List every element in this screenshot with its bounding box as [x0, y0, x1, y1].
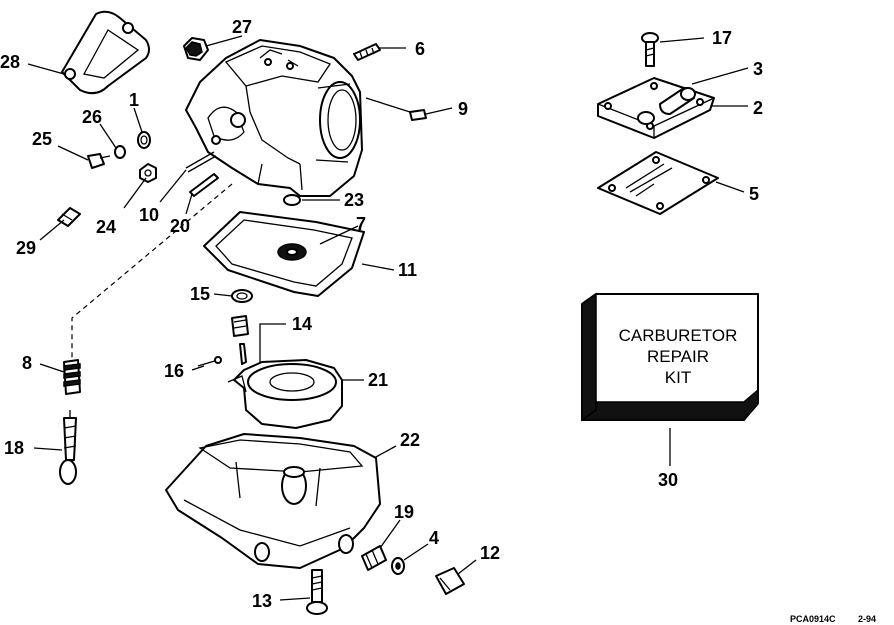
callout-13: 13: [252, 591, 272, 611]
figure-code: PCA0914C: [790, 614, 836, 624]
callout-27: 27: [232, 17, 252, 37]
callout-15: 15: [190, 284, 210, 304]
callout-14: 14: [292, 314, 312, 334]
callout-17: 17: [712, 28, 732, 48]
callout-24: 24: [96, 217, 116, 237]
kit-label-line3: KIT: [665, 368, 691, 387]
part-24-nut: [139, 163, 157, 183]
part-16-pin: [197, 356, 222, 367]
part-18-needle: [59, 410, 77, 485]
part-28-gasket: [61, 10, 150, 95]
part-8-spring: [63, 359, 81, 395]
leader-lines: [27, 35, 749, 601]
callout-30: 30: [658, 470, 678, 490]
callout-9: 9: [458, 99, 468, 119]
part-7-seal: [277, 243, 307, 261]
callout-2: 2: [753, 98, 763, 118]
part-15-ring: [231, 289, 253, 303]
callout-22: 22: [400, 430, 420, 450]
part-12-plug: [435, 567, 465, 595]
callout-6: 6: [415, 39, 425, 59]
alignment-line: [71, 183, 233, 360]
callout-11: 11: [398, 260, 417, 280]
callout-18: 18: [4, 438, 24, 458]
callout-4: 4: [429, 528, 439, 548]
kit-label-line2: REPAIR: [647, 347, 709, 366]
part-25-screw: [87, 153, 111, 169]
part-20-pin: [189, 173, 219, 197]
callout-26: 26: [82, 107, 102, 127]
callout-3: 3: [753, 59, 763, 79]
callout-29: 29: [16, 238, 36, 258]
part-19-jet: [361, 545, 387, 571]
part-27-nut: [183, 37, 209, 61]
callout-12: 12: [480, 543, 500, 563]
callout-10: 10: [139, 205, 159, 225]
part-13-screw: [306, 569, 328, 615]
callout-7: 7: [356, 214, 366, 234]
callout-25: 25: [32, 129, 52, 149]
part-21-float: [227, 359, 343, 429]
callout-28: 28: [0, 52, 20, 72]
callout-labels: 1 2 3 4 5 6 7 8 9 10 11 12 13 14 15 16 1…: [0, 17, 763, 611]
part-9-screw: [409, 109, 427, 121]
kit-label-line1: CARBURETOR: [619, 326, 738, 345]
part-30-repair-kit: CARBURETOR REPAIR KIT: [581, 292, 759, 422]
callout-23: 23: [344, 190, 364, 210]
callout-16: 16: [164, 361, 184, 381]
figure-date: 2-94: [858, 614, 876, 624]
part-10-pin: [185, 151, 217, 173]
part-5-gasket: [597, 151, 719, 215]
callout-5: 5: [749, 184, 759, 204]
part-3-fitting: [637, 87, 696, 125]
part-1-screw: [137, 131, 151, 149]
part-23-oring: [283, 194, 301, 206]
carburetor-body: [185, 39, 363, 197]
part-14-seat: [231, 315, 249, 365]
part-2-pump-cover: [597, 77, 715, 139]
callout-19: 19: [394, 502, 414, 522]
part-26-washer: [114, 145, 126, 159]
part-6-screw: [353, 43, 381, 61]
callout-1: 1: [129, 90, 139, 110]
callout-20: 20: [170, 216, 190, 236]
part-4-washer: [391, 557, 405, 575]
callout-8: 8: [22, 353, 32, 373]
part-17-screw: [641, 32, 659, 67]
part-29-fitting: [57, 207, 81, 227]
callout-21: 21: [368, 370, 388, 390]
part-22-float-bowl: [165, 433, 381, 569]
